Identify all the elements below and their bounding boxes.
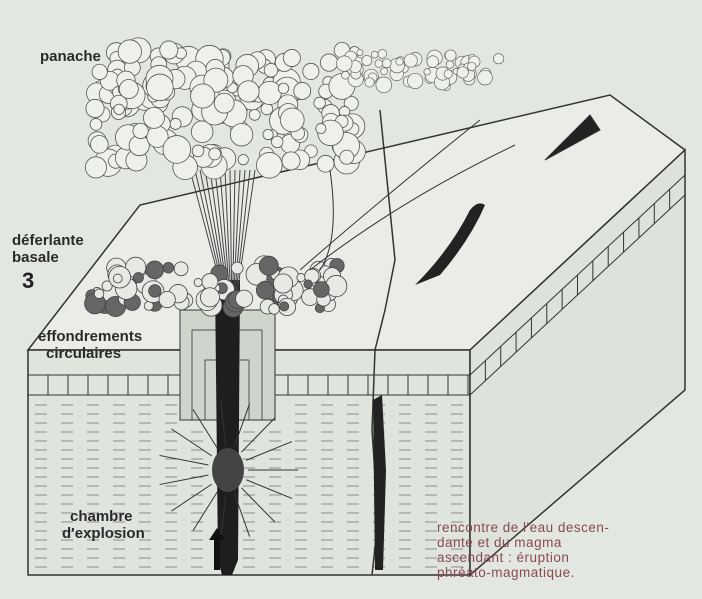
dike	[373, 395, 386, 570]
label-deferlante-basale: déferlante basale	[12, 232, 84, 266]
label-effondrements: effondrements circulaires	[38, 328, 142, 362]
magma-arrow-up	[209, 528, 225, 570]
label-chambre-line2: d'explosion	[62, 525, 145, 542]
label-chambre-line1: chambre	[70, 508, 133, 525]
ejecta-jets	[299, 114, 601, 271]
base-surge-cloud	[84, 255, 348, 318]
explosion-chamber	[159, 400, 298, 540]
label-effondrements-line1: effondrements	[38, 328, 143, 345]
label-panache: panache	[40, 48, 101, 65]
caption-line3: ascendant : éruption	[437, 550, 570, 565]
surface-fissure-lava	[415, 203, 485, 285]
figure-number: 3	[22, 268, 35, 293]
label-chambre-explosion: chambre d'explosion	[62, 508, 145, 542]
caption-line2: dante et du magma	[437, 535, 562, 550]
magma-conduit	[215, 280, 240, 575]
block-right-face	[469, 148, 686, 577]
figure-caption: rencontre de l'eau descen- dante et du m…	[437, 520, 609, 580]
label-deferlante-line2: basale	[12, 249, 59, 266]
label-effondrements-line2: circulaires	[46, 345, 122, 362]
caption-line4: phréato-magmatique.	[437, 565, 575, 580]
caption-line1: rencontre de l'eau descen-	[437, 520, 610, 535]
label-deferlante-line1: déferlante	[12, 232, 84, 249]
plume-cloud	[84, 37, 505, 181]
